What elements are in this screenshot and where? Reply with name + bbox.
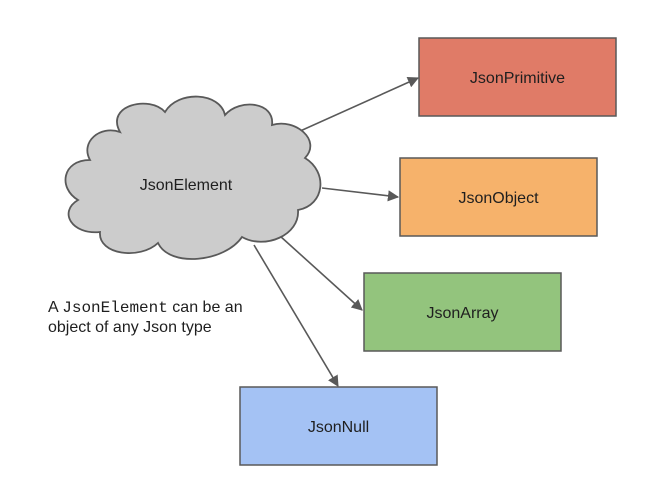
jsonprimitive-box [418,37,617,117]
arrow-to-jsonobject [321,187,400,202]
jsonelement-cloud: JsonElement [64,95,322,260]
jsonnull-node: JsonNull [239,386,438,466]
jsonprimitive-label: JsonPrimitive [470,70,565,87]
jsonelement-label: JsonElement [140,177,233,194]
arrow-to-jsonarray [279,235,363,311]
jsonarray-box [363,272,562,352]
jsonprimitive-node: JsonPrimitive [418,37,617,117]
note-prefix: A [48,299,63,316]
jsonnull-box [239,386,438,466]
jsonobject-box [399,157,598,237]
jsonobject-label: JsonObject [458,190,539,207]
arrow-to-jsonprimitive [297,77,420,133]
description-note: A JsonElement can be an object of any Js… [48,298,288,338]
arrow-to-jsonnull [253,244,339,387]
jsonarray-label: JsonArray [426,305,498,322]
jsonnull-label: JsonNull [308,419,369,436]
cloud-shape [64,95,322,260]
note-suffix: can be an object of any Json type [48,299,243,336]
jsonobject-node: JsonObject [399,157,598,237]
note-code: JsonElement [62,299,168,317]
jsonarray-node: JsonArray [363,272,562,352]
